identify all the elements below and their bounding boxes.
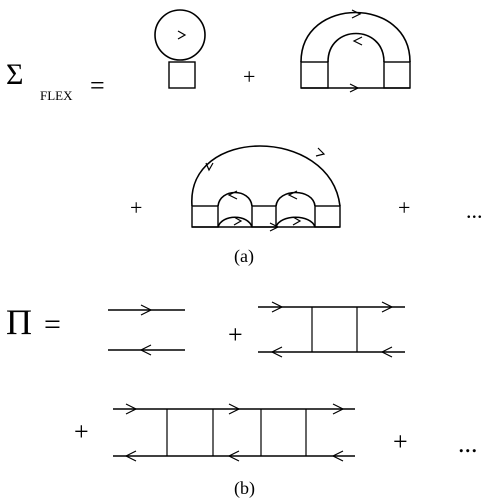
part-a-equation: Σ FLEX = + + [6,9,483,267]
double-rung-ladder-diagram [113,403,355,462]
ellipsis-b: ... [458,429,478,458]
arrow-right-icon [140,304,153,316]
single-rung-ladder-diagram [258,301,405,358]
sigma-symbol: Σ [6,58,23,91]
arrow-left-icon [139,344,152,356]
arrow-right-icon [332,403,345,415]
arrow-left-icon [331,450,344,462]
bubble-diagram [108,304,185,356]
plus-sign-a3: + [398,195,410,220]
ladder-arch-diagram [191,145,341,232]
arrow-right-icon [271,301,284,313]
arrow-right-icon [315,147,326,157]
interaction-box [314,205,341,228]
arrow-right-icon [351,9,362,19]
arrow-left-icon [352,36,363,46]
plus-sign-b2: + [74,417,89,446]
arrow-right-icon [269,222,280,232]
arrow-left-icon [380,346,393,358]
part-b-equation: Π = + + [6,301,478,499]
arrow-left-icon [270,346,283,358]
pi-symbol: Π [6,302,32,342]
plus-sign-b1: + [228,320,243,349]
interaction-box [300,61,329,89]
arrow-up-icon [205,162,214,172]
interaction-box [383,61,411,89]
arrow-left-icon [227,190,238,200]
interaction-box [191,205,219,228]
equals-sign-b: = [44,308,61,341]
plus-sign-a1: + [243,64,255,89]
arrow-right-icon [228,403,241,415]
sigma-subscript: FLEX [40,88,73,103]
arrow-right-icon [233,216,243,226]
caption-a: (a) [234,246,254,267]
arrow-right-icon [125,403,138,415]
arrow-right-icon [349,83,360,93]
equals-sign-a: = [90,71,105,100]
arrow-right-icon [381,301,394,313]
arrow-left-icon [227,450,240,462]
arrow-left-icon [287,190,298,200]
ellipsis-a: ... [466,198,483,223]
arrow-left-icon [124,450,137,462]
interaction-box [168,61,196,89]
plus-sign-b3: + [393,427,408,456]
tadpole-diagram [154,9,206,89]
arrow-right-icon [177,30,187,40]
caption-b: (b) [234,478,255,499]
arrow-right-icon [292,216,302,226]
plus-sign-a2: + [130,195,142,220]
double-arch-diagram [300,9,411,93]
